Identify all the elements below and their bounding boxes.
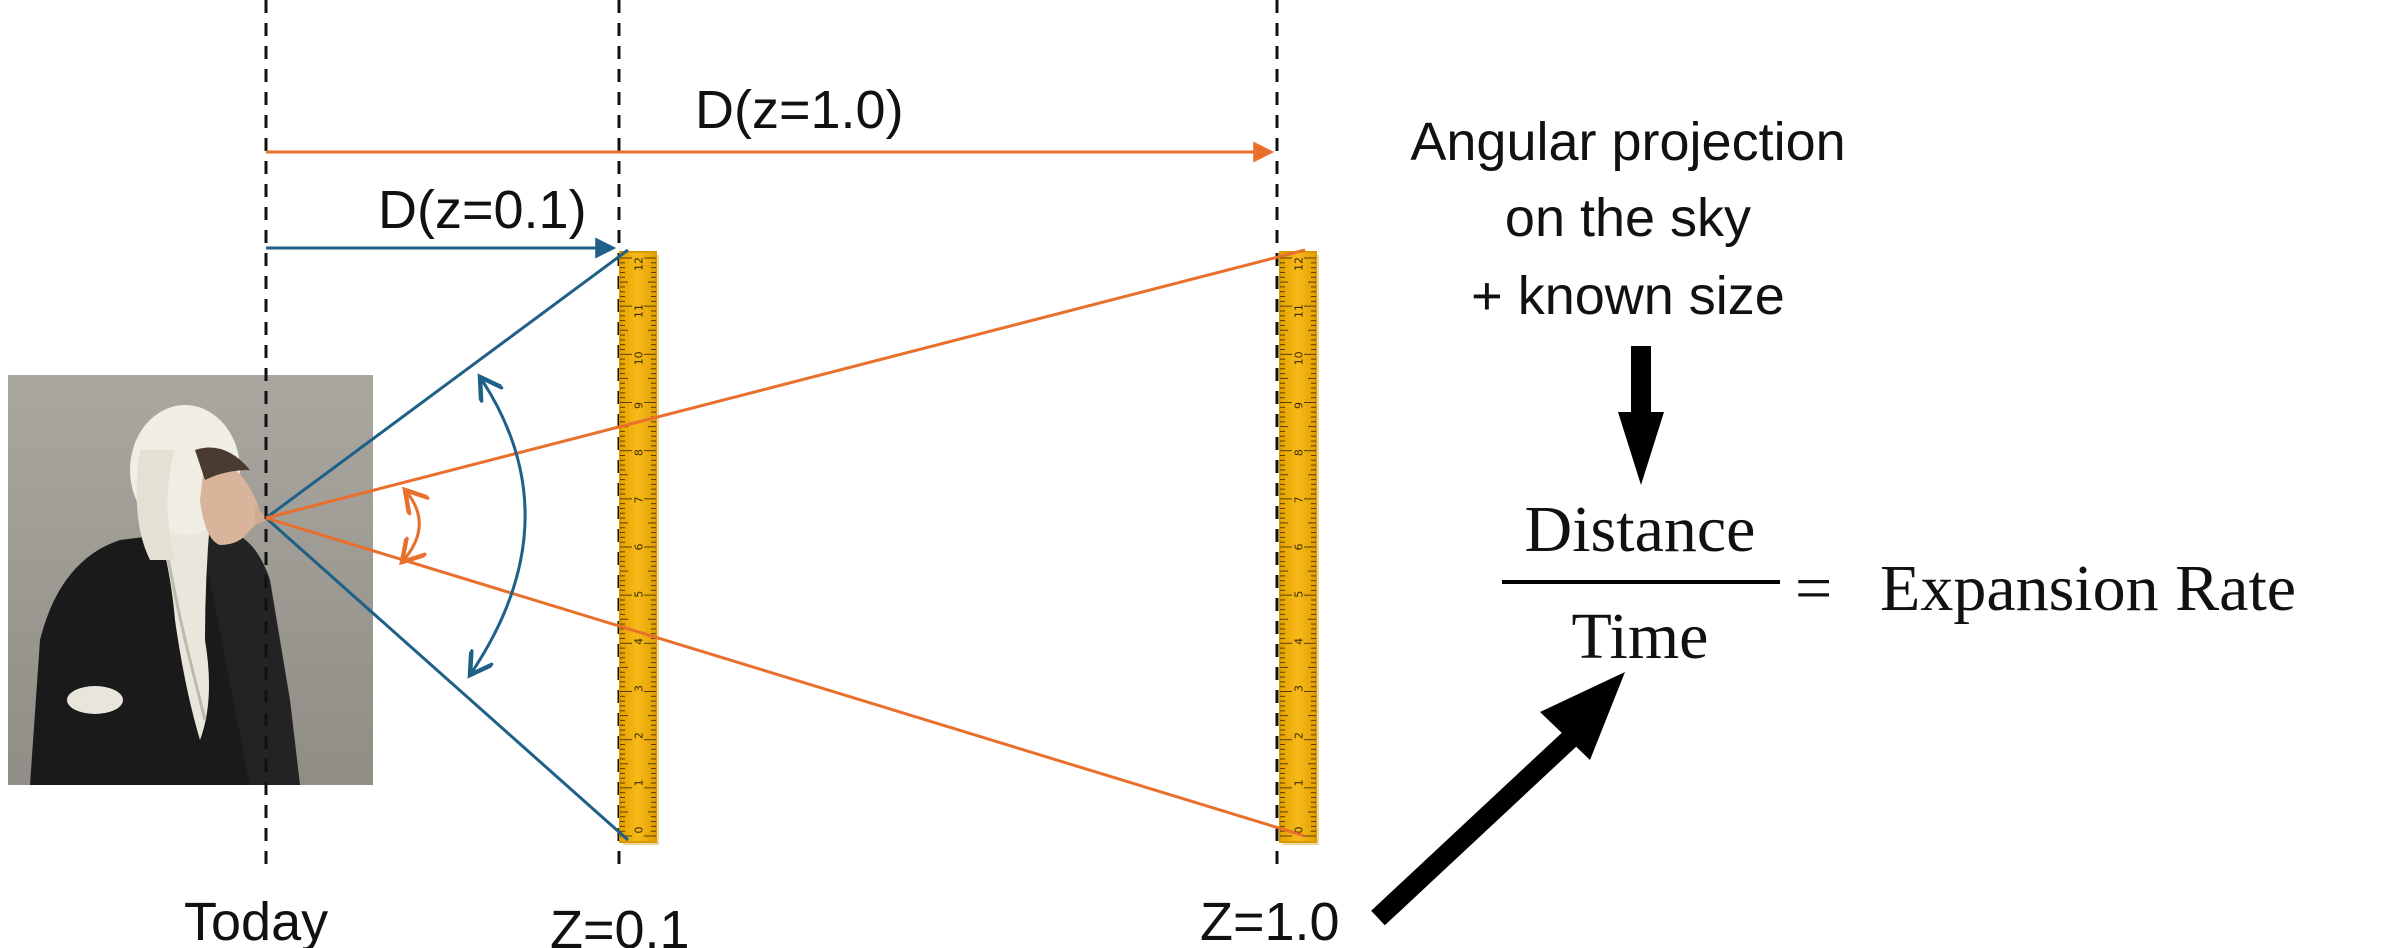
formula-numerator: Distance <box>1525 493 1756 566</box>
blue-angle-arc <box>470 377 527 675</box>
formula-denominator: Time <box>1572 600 1709 673</box>
portrait <box>8 375 373 785</box>
z10-label: Z=1.0 <box>1200 892 1340 948</box>
ruler-number: 2 <box>1292 732 1305 739</box>
ruler-number: 4 <box>632 638 645 645</box>
annotation-line-3: + known size <box>1471 266 1785 326</box>
d-z01-label: D(z=0.1) <box>378 180 587 240</box>
ruler-number: 11 <box>1292 304 1305 318</box>
ruler-number: 11 <box>632 304 645 318</box>
formula-equals: = <box>1795 552 1832 625</box>
ruler-number: 10 <box>1292 351 1305 365</box>
orange-sight-lines <box>265 248 1306 838</box>
annotation-line-2: on the sky <box>1505 188 1751 248</box>
ruler-number: 8 <box>1292 449 1305 456</box>
down-arrow-icon <box>1618 346 1664 485</box>
ruler-number: 2 <box>632 732 645 739</box>
z01-label: Z=0.1 <box>550 900 690 948</box>
ruler-number: 0 <box>1292 827 1305 834</box>
ruler-number: 5 <box>632 591 645 598</box>
ruler-number: 10 <box>632 351 645 365</box>
annotation-line-1: Angular projection <box>1410 112 1845 172</box>
ruler-number: 7 <box>632 496 645 503</box>
ruler-number: 12 <box>632 257 645 271</box>
ruler-number: 12 <box>1292 257 1305 271</box>
orange-angle-arc <box>402 490 419 562</box>
formula-result: Expansion Rate <box>1880 552 2296 625</box>
blue-sight-lines <box>265 248 629 842</box>
ruler-number: 1 <box>632 779 645 786</box>
diagonal-arrow-icon <box>1371 672 1625 926</box>
ruler-number: 6 <box>1292 544 1305 551</box>
ruler-number: 3 <box>1292 685 1305 692</box>
ruler-number: 3 <box>632 685 645 692</box>
ruler-number: 9 <box>1292 402 1305 409</box>
d-z10-label: D(z=1.0) <box>695 80 904 140</box>
today-label: Today <box>184 892 328 948</box>
ruler-number: 9 <box>632 402 645 409</box>
ruler-number: 8 <box>632 449 645 456</box>
ruler-number: 1 <box>1292 779 1305 786</box>
ruler-number: 4 <box>1292 638 1305 645</box>
ruler-number: 7 <box>1292 496 1305 503</box>
ruler-number: 5 <box>1292 591 1305 598</box>
ruler-number: 6 <box>632 544 645 551</box>
ruler-number: 0 <box>632 827 645 834</box>
